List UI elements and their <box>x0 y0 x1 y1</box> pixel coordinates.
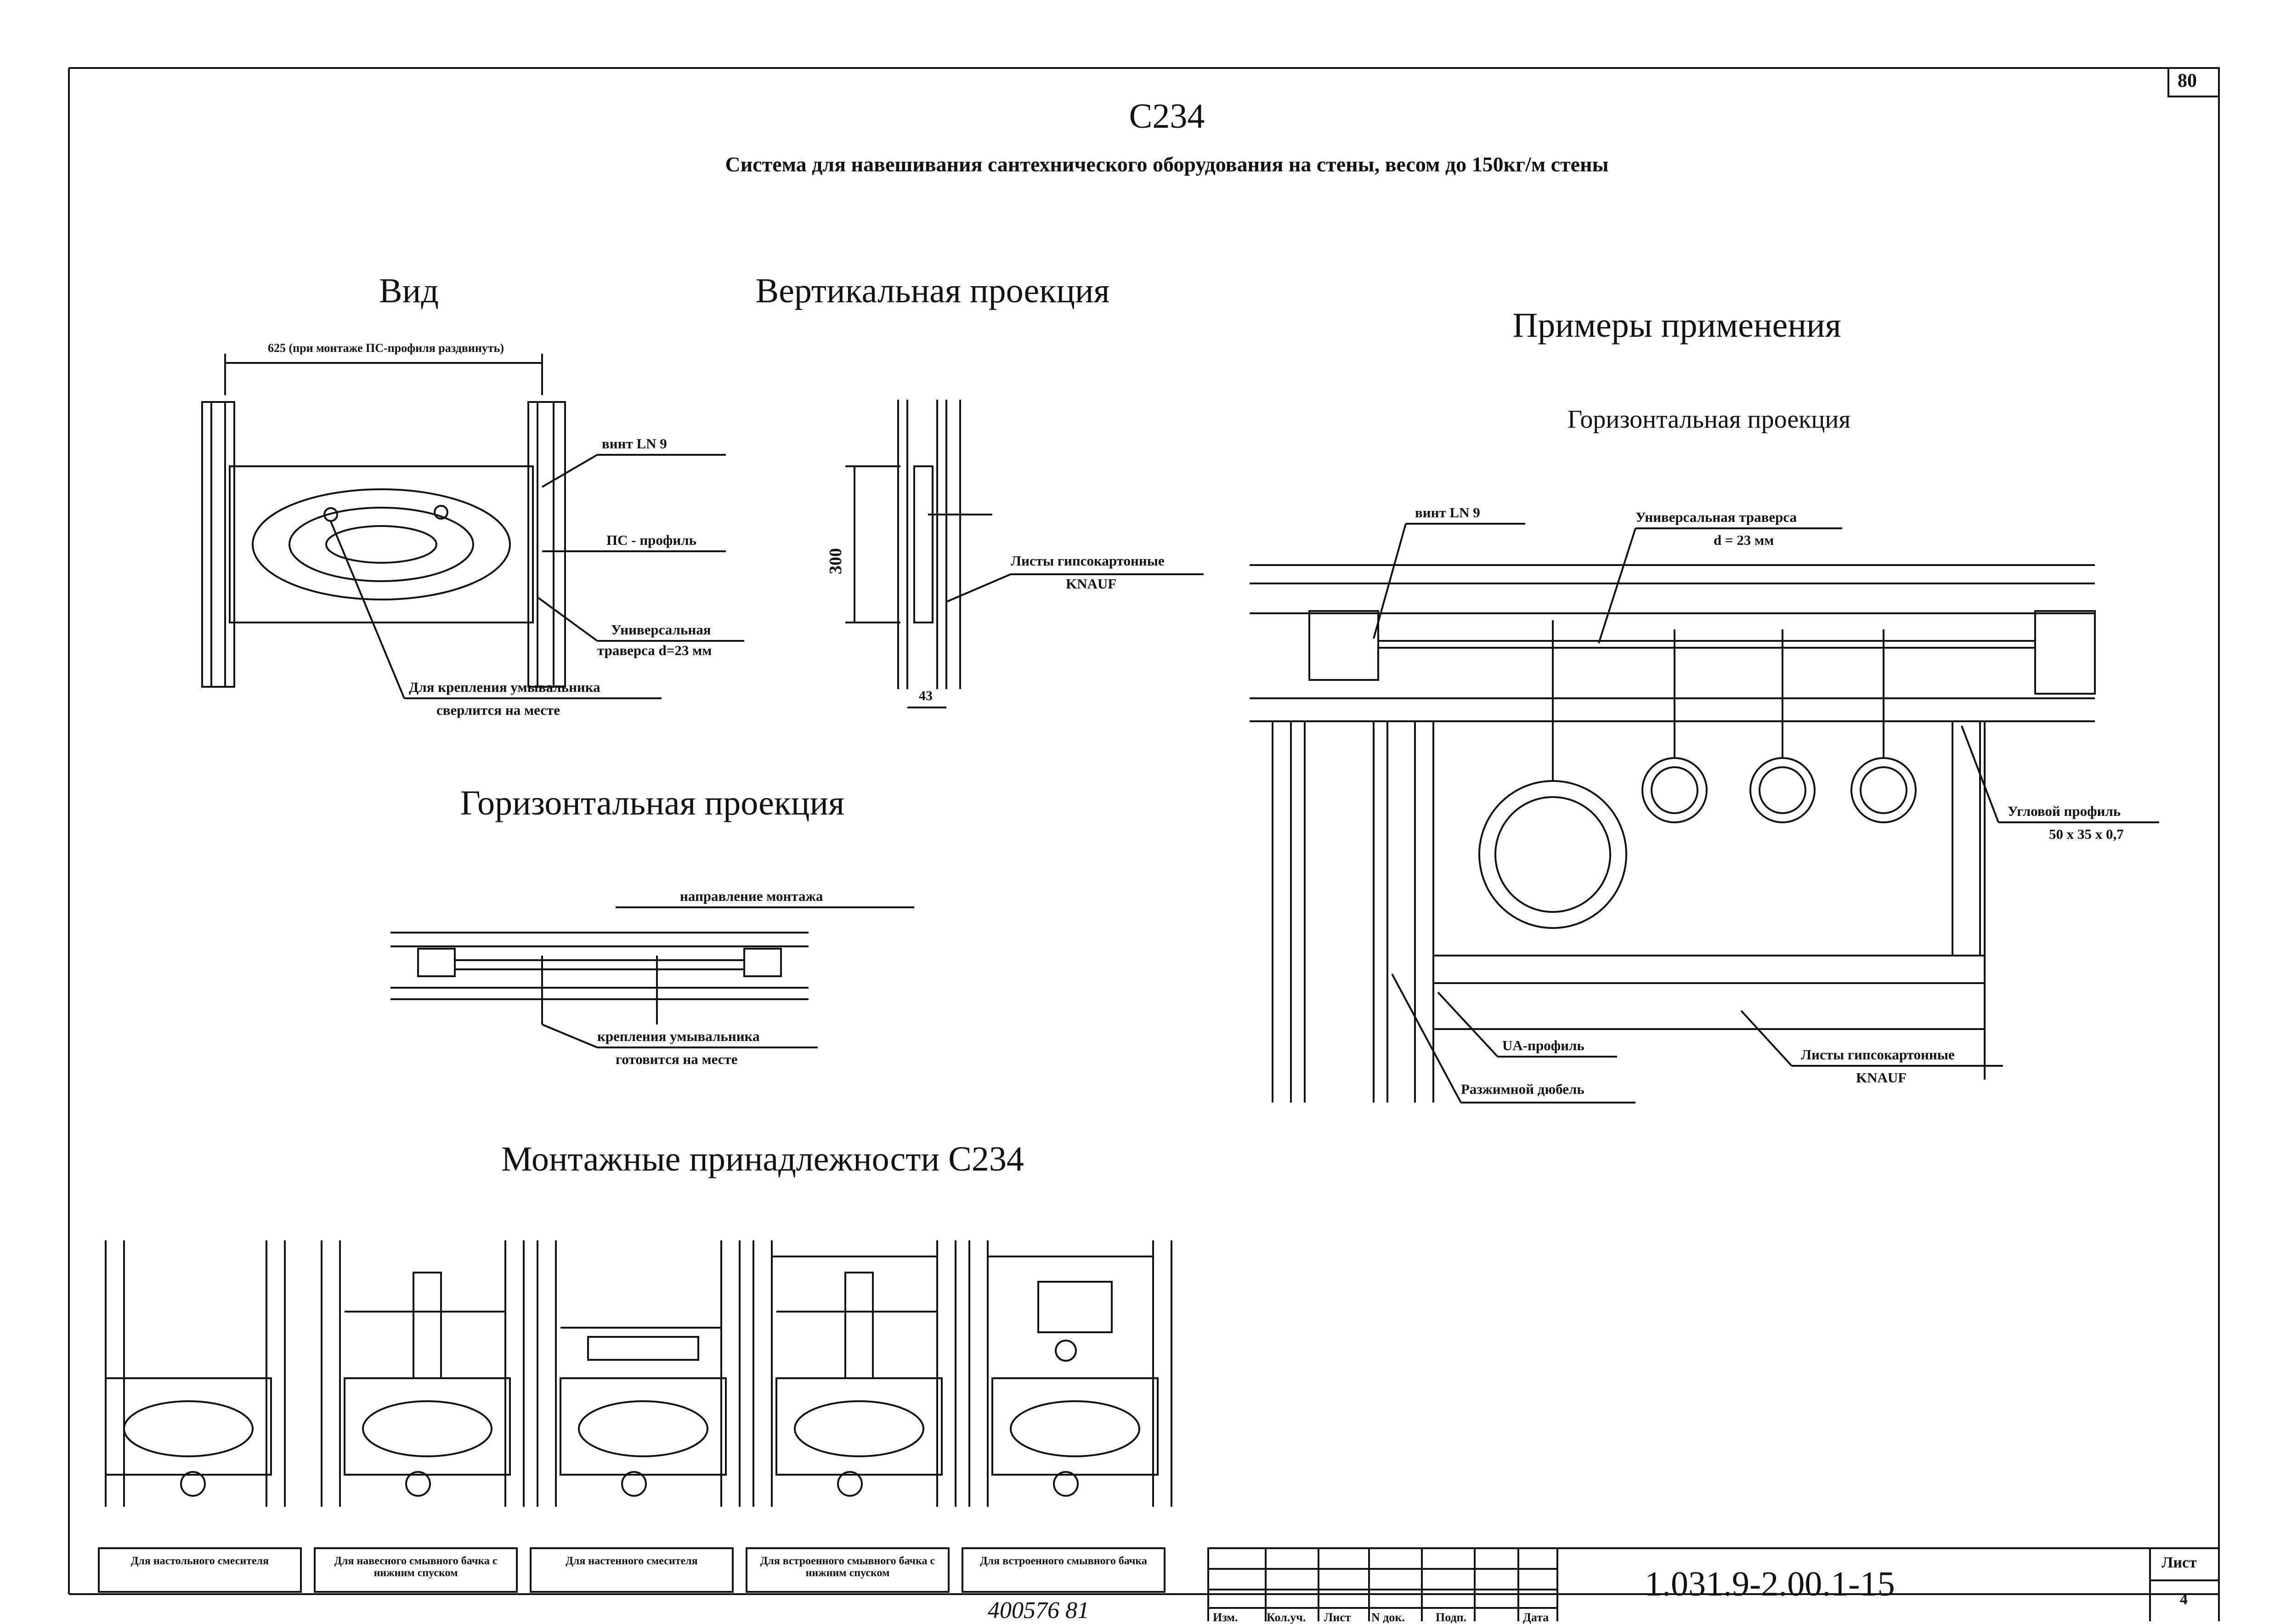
examples-screw-label: винт LN 9 <box>1415 504 1480 521</box>
sheet-number-top: 80 <box>2178 70 2197 91</box>
accessory-caption-5: Для встроенного смывного бачка <box>980 1555 1147 1567</box>
accessories-drawings <box>98 1240 1172 1593</box>
examples-subtitle: Горизонтальная проекция <box>1567 405 1851 434</box>
view-mount-label-1: Для крепления умывальника <box>409 679 600 695</box>
drawing-code: С234 <box>1129 97 1205 136</box>
drawing-subtitle: Система для навешивания сантехнического … <box>725 153 1609 176</box>
accessories-title: Монтажные принадлежности С234 <box>501 1140 1024 1178</box>
examples-drawing <box>1250 523 2159 1103</box>
examples-title: Примеры применения <box>1512 306 1841 345</box>
view-screw-label: винт LN 9 <box>602 436 667 452</box>
col-kol: Кол.уч. <box>1267 1611 1306 1624</box>
view-profile-label: ПС - профиль <box>606 532 697 548</box>
accessory-caption-1: Для настольного смесителя <box>130 1555 269 1567</box>
col-izm: Изм. <box>1213 1611 1238 1624</box>
examples-sheets-label-2: KNAUF <box>1856 1069 1907 1086</box>
examples-traverse-label-2: d = 23 мм <box>1714 532 1774 548</box>
examples-corner-label-2: 50 x 35 x 0,7 <box>2049 826 2124 842</box>
accessory-caption-4: Для встроенного смывного бачка с нижним … <box>760 1555 935 1579</box>
view-traverse-label-2: траверса d=23 мм <box>597 642 712 658</box>
horizontal-projection-title: Горизонтальная проекция <box>460 784 845 822</box>
col-podp: Подп. <box>1436 1611 1467 1624</box>
examples-ua-label: UA-профиль <box>1502 1037 1584 1053</box>
examples-sheets-label-1: Листы гипсокартонные <box>1801 1047 1955 1063</box>
horizontal-projection-drawing <box>390 906 914 1048</box>
col-data: Дата <box>1523 1611 1549 1624</box>
examples-dowel-label: Разжимной дюбель <box>1461 1081 1584 1097</box>
vertical-sheets-label-2: KNAUF <box>1066 576 1117 592</box>
col-list: Лист <box>1324 1611 1351 1624</box>
horizontal-mount-label-2: готовится на месте <box>616 1051 738 1067</box>
accessory-caption-3: Для настенного смесителя <box>566 1555 698 1567</box>
view-traverse-label-1: Универсальная <box>611 622 711 638</box>
vertical-dim-height: 300 <box>826 548 845 574</box>
sheet-label: Лист <box>2162 1554 2197 1571</box>
horizontal-direction-label: направление монтажа <box>680 888 823 904</box>
view-dimension: 625 (при монтаже ПС-профиля раздвинуть) <box>267 341 504 355</box>
examples-corner-label-1: Угловой профиль <box>2008 803 2121 819</box>
examples-traverse-label-1: Универсальная траверса <box>1635 509 1797 525</box>
horizontal-mount-label-1: крепления умывальника <box>597 1028 760 1044</box>
vertical-dim-width: 43 <box>919 688 933 703</box>
col-ndok: N док. <box>1371 1611 1405 1624</box>
vertical-projection-title: Вертикальная проекция <box>755 272 1110 310</box>
accessory-caption-2: Для навесного смывного бачка с нижним сп… <box>334 1555 498 1579</box>
title-block <box>1207 1547 2220 1621</box>
handwritten-mark: 400576 81 <box>988 1597 1089 1624</box>
view-title: Вид <box>379 272 439 310</box>
vertical-sheets-label-1: Листы гипсокартонные <box>1011 553 1165 569</box>
vertical-projection-drawing <box>845 400 1204 708</box>
view-mount-label-2: сверлится на месте <box>436 702 560 718</box>
view-drawing <box>201 354 744 699</box>
sheet-number: 4 <box>2180 1591 2188 1608</box>
doc-code: 1.031.9-2.00.1-15 <box>1645 1565 1895 1603</box>
